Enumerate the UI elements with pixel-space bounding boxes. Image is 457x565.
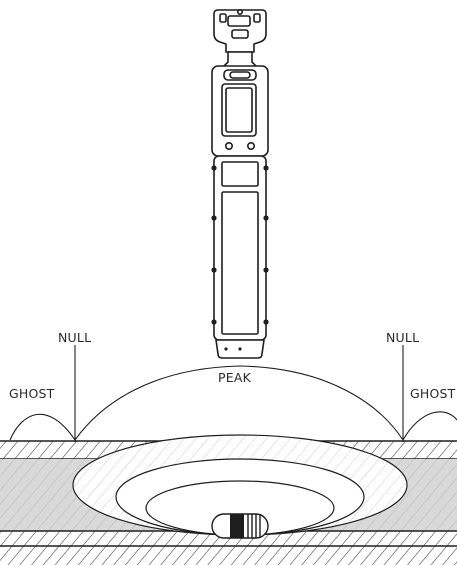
diagram-labels: NULL NULL GHOST GHOST PEAK (9, 330, 456, 401)
field-response-curves (9, 345, 457, 442)
label-null-left: NULL (58, 330, 91, 345)
ghost-curve-right (402, 411, 457, 441)
label-ghost-left: GHOST (9, 386, 55, 401)
locator-mast (213, 155, 267, 341)
signal-field-rings (72, 434, 408, 536)
locator-handle (213, 9, 267, 53)
locator-display-section (211, 65, 269, 157)
label-null-right: NULL (386, 330, 419, 345)
label-peak: PEAK (218, 370, 252, 385)
peak-curve (74, 365, 404, 441)
locator-device (211, 9, 269, 359)
label-ghost-right: GHOST (410, 386, 456, 401)
ghost-curve-left (9, 413, 76, 441)
locator-foot (215, 339, 265, 359)
locator-side-screws (211, 165, 269, 325)
sonde-transmitter (211, 513, 269, 539)
